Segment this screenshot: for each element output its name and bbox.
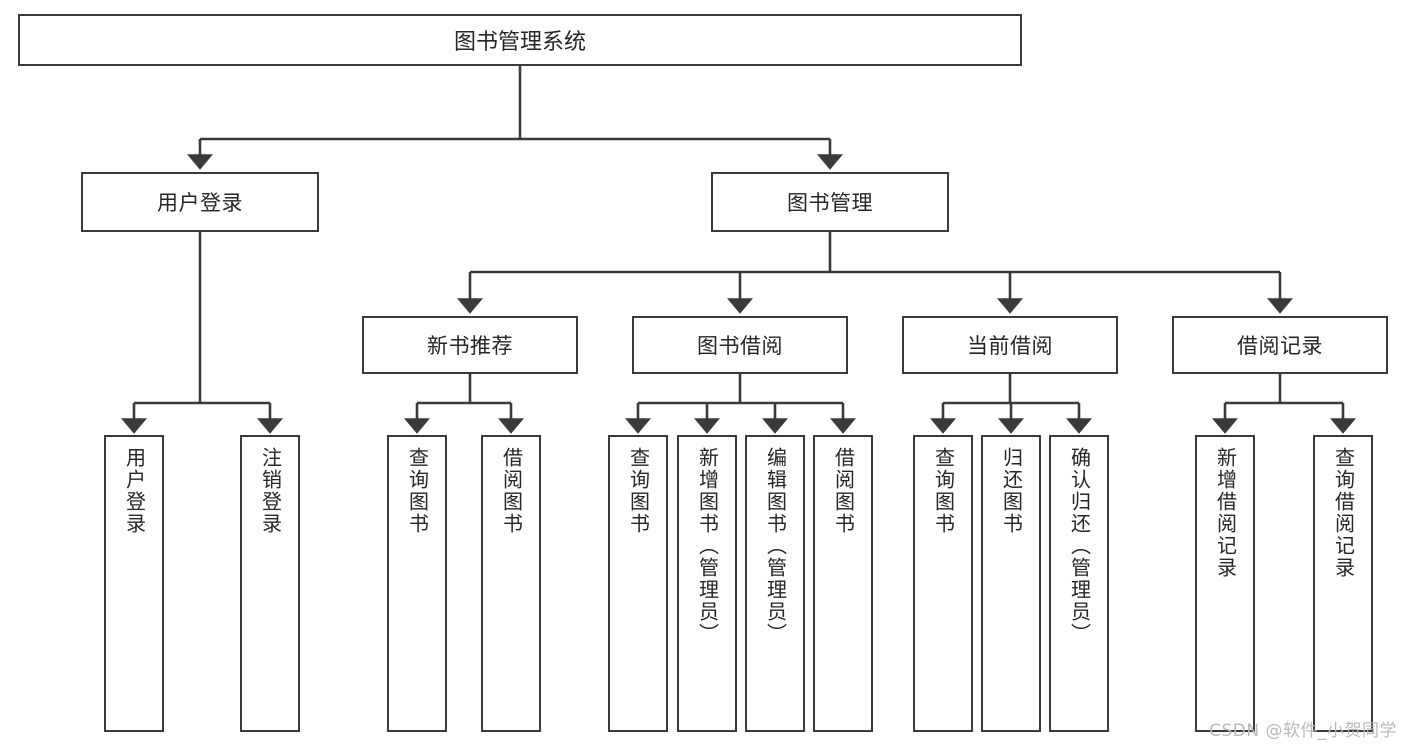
leaf-query-book-current-label: 查询图书 <box>931 447 956 535</box>
leaf-add-book-admin[interactable]: 新增图书（管理员） <box>677 435 737 732</box>
leaf-query-book-borrow-label: 查询图书 <box>626 447 651 535</box>
leaf-query-book-current[interactable]: 查询图书 <box>913 435 973 732</box>
leaf-borrow-book[interactable]: 借阅图书 <box>813 435 873 732</box>
node-borrow-record-label: 借阅记录 <box>1237 334 1323 358</box>
watermark: CSDN @软件_小贺同学 <box>1209 721 1397 741</box>
node-root-label: 图书管理系统 <box>453 30 586 55</box>
leaf-user-login[interactable]: 用户登录 <box>104 435 164 732</box>
leaf-query-borrow-record-label: 查询借阅记录 <box>1331 447 1356 579</box>
leaf-query-book-recommend[interactable]: 查询图书 <box>387 435 447 732</box>
node-borrow-record[interactable]: 借阅记录 <box>1172 316 1388 374</box>
node-root[interactable]: 图书管理系统 <box>18 14 1022 66</box>
leaf-edit-book-admin[interactable]: 编辑图书（管理员） <box>745 435 805 732</box>
node-book-borrow[interactable]: 图书借阅 <box>632 316 848 374</box>
leaf-query-borrow-record[interactable]: 查询借阅记录 <box>1313 435 1373 732</box>
leaf-edit-book-admin-label: 编辑图书（管理员） <box>763 447 788 645</box>
leaf-borrow-book-recommend[interactable]: 借阅图书 <box>481 435 541 732</box>
leaf-logout-label: 注销登录 <box>258 447 283 535</box>
leaf-add-borrow-record-label: 新增借阅记录 <box>1213 447 1238 579</box>
leaf-add-book-admin-label: 新增图书（管理员） <box>695 447 720 645</box>
node-book-management-label: 图书管理 <box>787 191 873 215</box>
node-new-book-recommend-label: 新书推荐 <box>427 334 513 358</box>
leaf-borrow-book-label: 借阅图书 <box>831 447 856 535</box>
leaf-return-book-label: 归还图书 <box>999 447 1024 535</box>
node-new-book-recommend[interactable]: 新书推荐 <box>362 316 578 374</box>
leaf-confirm-return-admin-label: 确认归还（管理员） <box>1067 447 1092 645</box>
leaf-query-book-recommend-label: 查询图书 <box>405 447 430 535</box>
node-book-borrow-label: 图书借阅 <box>697 334 783 358</box>
leaf-user-login-label: 用户登录 <box>122 447 147 535</box>
leaf-query-book-borrow[interactable]: 查询图书 <box>608 435 668 732</box>
leaf-return-book[interactable]: 归还图书 <box>981 435 1041 732</box>
node-book-management[interactable]: 图书管理 <box>711 172 949 232</box>
leaf-borrow-book-recommend-label: 借阅图书 <box>499 447 524 535</box>
leaf-logout[interactable]: 注销登录 <box>240 435 300 732</box>
node-current-borrow-label: 当前借阅 <box>967 334 1053 358</box>
node-user-login[interactable]: 用户登录 <box>81 172 319 232</box>
node-current-borrow[interactable]: 当前借阅 <box>902 316 1118 374</box>
leaf-confirm-return-admin[interactable]: 确认归还（管理员） <box>1049 435 1109 732</box>
leaf-add-borrow-record[interactable]: 新增借阅记录 <box>1195 435 1255 732</box>
node-user-login-label: 用户登录 <box>157 191 243 215</box>
